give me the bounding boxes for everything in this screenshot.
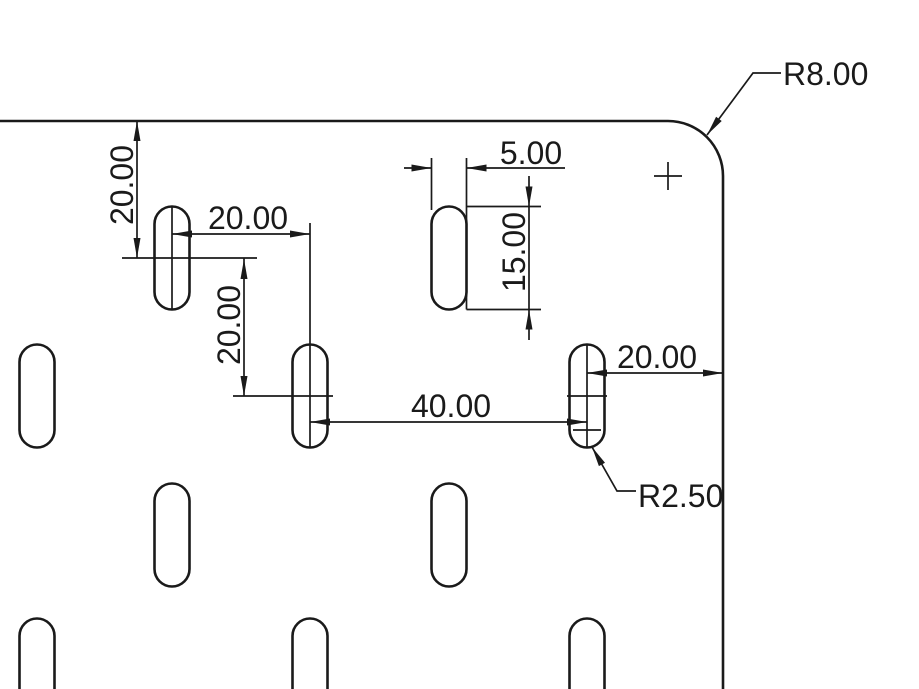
dim-label-slot-length: 15.00 [496,212,532,292]
dim-slot-length: 15.00 [466,176,541,340]
dim-arrow-right [703,369,723,377]
slot-holes [18,205,606,689]
dim-arrow-left [587,369,607,377]
slot-hole [153,482,191,588]
dim-column-offset: 20.00 [172,200,310,238]
slot-hole [568,617,606,689]
slot-hole [18,617,56,689]
centerlines [122,206,607,448]
callout-label-slot-end-radius: R2.50 [638,478,723,514]
slot-hole [430,205,468,311]
leader-arrow [707,116,722,135]
dim-arrow-left [466,164,487,172]
slot-hole [430,482,468,588]
leader-line [706,72,781,136]
dim-top-edge-offset: 20.00 [104,121,141,258]
dim-slot-width: 5.00 [404,135,565,310]
dim-label-slot-width: 5.00 [500,135,562,171]
dim-label-column-offset: 20.00 [208,200,288,236]
dim-arrow-down [525,186,533,207]
dim-slot-pitch: 40.00 [310,388,587,426]
dim-arrow-down [240,376,248,396]
dim-right-edge-offset: 20.00 [587,339,723,377]
dim-arrow-right [411,164,432,172]
dim-arrow-up [133,121,141,141]
dim-label-right-edge-offset: 20.00 [617,339,697,375]
plate-outline [0,119,725,689]
dim-arrow-left [310,418,330,426]
dim-arrow-down [133,238,141,258]
leader-slot-end-radius: R2.50 [591,446,723,514]
dim-arrow-up [525,309,533,330]
dim-label-row-offset: 20.00 [211,285,247,365]
dim-label-top-edge-offset: 20.00 [104,145,140,225]
dim-arrow-left [172,230,192,238]
callout-label-corner-radius: R8.00 [783,56,868,92]
dim-arrow-right [567,418,587,426]
dim-label-slot-pitch: 40.00 [411,388,491,424]
dim-arrow-up [240,259,248,279]
dim-row-offset: 20.00 [211,258,248,396]
corner-center-mark [654,162,682,190]
slot-hole [18,343,56,449]
leader-arrow [592,447,605,467]
leader-corner-radius: R8.00 [706,56,868,136]
dim-arrow-right [290,230,310,238]
slot-hole [291,617,329,689]
leader-line [591,446,636,492]
